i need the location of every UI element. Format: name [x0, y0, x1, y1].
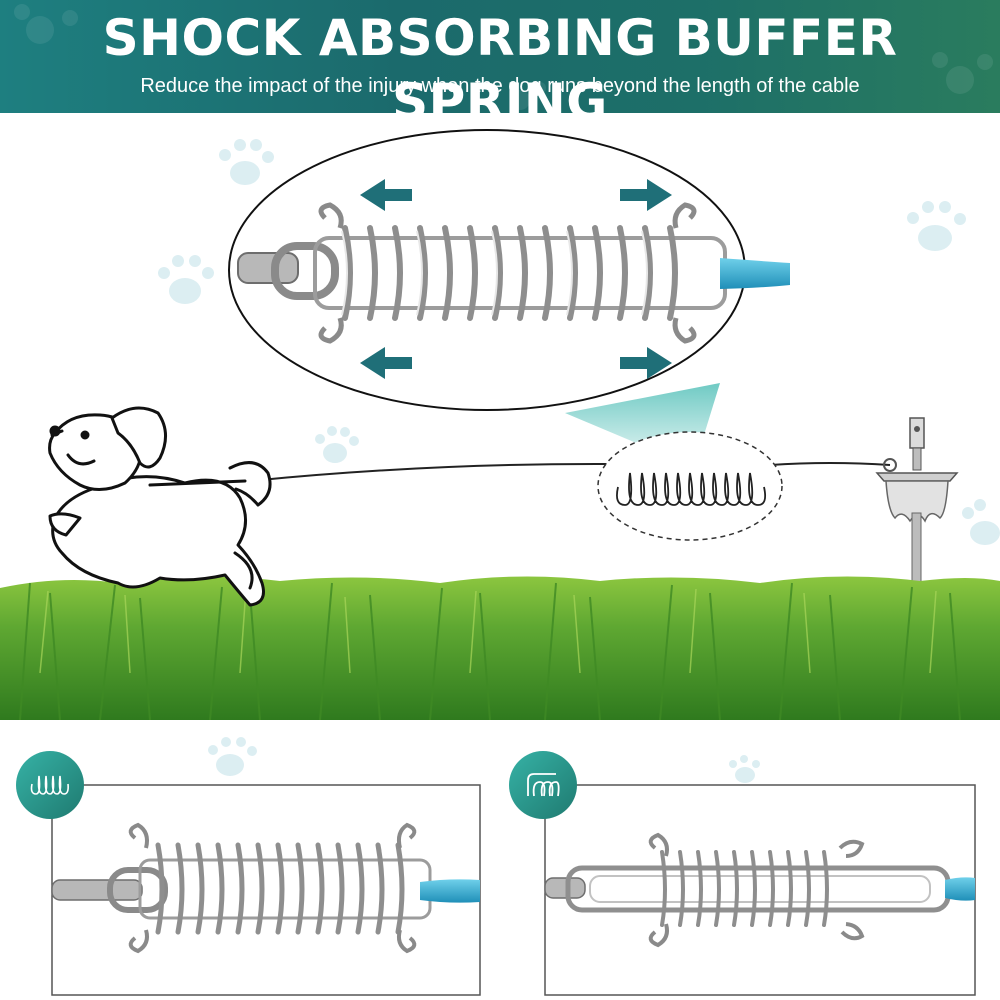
spring-stake-icon	[509, 751, 577, 819]
banner-paw-pattern	[14, 4, 993, 110]
hero-scene	[0, 113, 1000, 720]
page-title: SHOCK ABSORBING BUFFER SPRING	[102, 9, 898, 113]
arrow-left-icon	[360, 347, 412, 379]
arrow-left-icon	[360, 179, 412, 211]
spring-panel-stretched	[544, 784, 976, 996]
spring-detail-circle	[597, 431, 783, 541]
spring-panel-compressed	[51, 784, 481, 996]
spring-coil-icon	[16, 751, 84, 819]
running-dog-illustration	[48, 406, 272, 607]
comparison-panels	[0, 720, 1000, 1000]
tie-out-stake	[875, 417, 959, 594]
tie-out-cable	[249, 462, 891, 482]
grass-field	[0, 576, 1000, 720]
page-subtitle: Reduce the impact of the injury when the…	[140, 75, 860, 97]
small-spring	[616, 472, 767, 506]
arrow-right-icon	[620, 347, 672, 379]
zoom-ellipse	[228, 129, 746, 411]
paw-print-icon	[158, 139, 1000, 545]
arrow-right-icon	[620, 179, 672, 211]
header-banner: SHOCK ABSORBING BUFFER SPRING Reduce the…	[0, 0, 1000, 113]
zoomed-spring	[237, 202, 790, 344]
